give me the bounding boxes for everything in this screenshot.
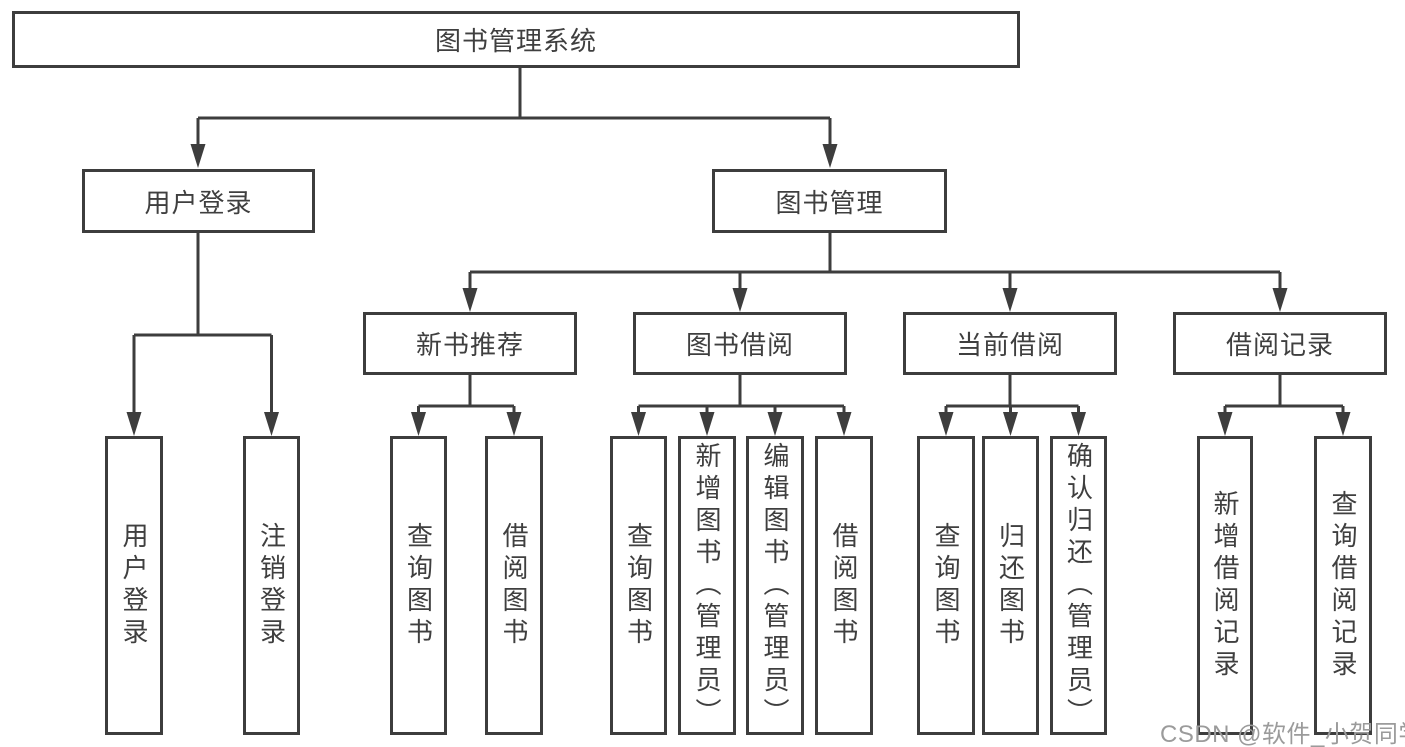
leaf-confirm-return-admin: 确认归还（管理员） <box>1050 436 1107 735</box>
node-new-book-recommendation: 新书推荐 <box>363 312 577 375</box>
node-book-management: 图书管理 <box>712 169 947 233</box>
leaf-add-books-admin: 新增图书（管理员） <box>678 436 736 735</box>
leaf-add-borrow-record: 新增借阅记录 <box>1197 436 1253 735</box>
leaf-query-books-recommend: 查询图书 <box>390 436 447 735</box>
leaf-logout: 注销登录 <box>243 436 300 735</box>
node-current-borrowing: 当前借阅 <box>903 312 1117 375</box>
leaf-edit-books-admin: 编辑图书（管理员） <box>746 436 804 735</box>
node-user-login: 用户登录 <box>82 169 315 233</box>
leaf-query-borrow-record: 查询借阅记录 <box>1314 436 1372 735</box>
leaf-query-books-current: 查询图书 <box>917 436 975 735</box>
node-library-management-system: 图书管理系统 <box>12 11 1020 68</box>
leaf-query-books-borrow: 查询图书 <box>610 436 667 735</box>
leaf-borrow-books-recommend: 借阅图书 <box>485 436 543 735</box>
leaf-return-books: 归还图书 <box>982 436 1039 735</box>
csdn-watermark: CSDN @软件_小贺同学 <box>1160 721 1405 747</box>
node-borrowing-records: 借阅记录 <box>1173 312 1387 375</box>
leaf-user-login: 用户登录 <box>105 436 163 735</box>
node-book-borrowing: 图书借阅 <box>633 312 847 375</box>
leaf-borrow-books: 借阅图书 <box>815 436 873 735</box>
